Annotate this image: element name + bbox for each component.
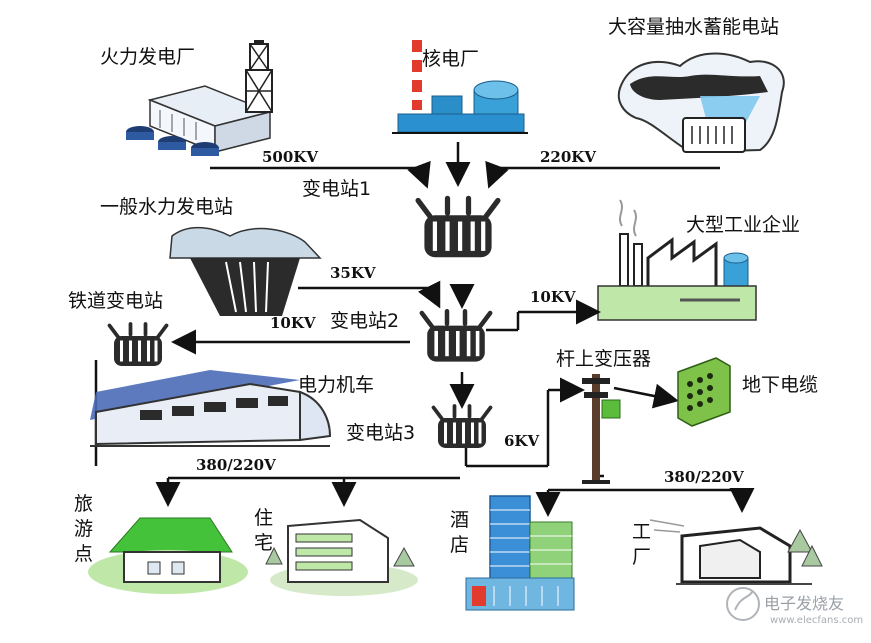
voltage-10kv-left-label: 10KV bbox=[270, 314, 316, 332]
watermark-site: www.elecfans.com bbox=[770, 615, 864, 626]
substation-3-transformer-icon bbox=[431, 404, 493, 450]
transmission-lines bbox=[94, 142, 755, 517]
substation-2-label: 变电站2 bbox=[330, 310, 400, 332]
large-industry-icon bbox=[597, 199, 757, 321]
hotel-label: 酒店 bbox=[450, 509, 470, 556]
voltage-6kv-label: 6KV bbox=[504, 432, 540, 450]
hotel-icon bbox=[465, 495, 575, 611]
voltage-380-right-label: 380/220V bbox=[664, 468, 744, 486]
factory-label: 工厂 bbox=[632, 521, 652, 568]
residence-icon bbox=[265, 518, 418, 596]
electric-locomotive-label: 电力机车 bbox=[298, 374, 375, 396]
substation-3-label: 变电站3 bbox=[346, 422, 416, 444]
underground-cable-label: 地下电缆 bbox=[742, 374, 819, 396]
nuclear-plant-icon bbox=[392, 40, 528, 134]
railway-substation-label: 铁道变电站 bbox=[68, 290, 164, 312]
railway-substation-transformer-icon bbox=[107, 322, 169, 368]
underground-cable-icon bbox=[677, 357, 731, 427]
watermark-brand: 电子发烧友 bbox=[764, 594, 845, 613]
voltage-220kv-label: 220KV bbox=[540, 148, 596, 166]
pole-transformer-icon bbox=[582, 374, 621, 484]
voltage-380-left-label: 380/220V bbox=[196, 456, 276, 474]
hydro-station-label: 一般水力发电站 bbox=[100, 196, 234, 218]
thermal-plant-label: 火力发电厂 bbox=[100, 46, 196, 68]
nuclear-plant-label: 核电厂 bbox=[422, 48, 480, 70]
large-industry-label: 大型工业企业 bbox=[686, 214, 801, 236]
watermark-logo-icon bbox=[726, 587, 760, 621]
voltage-35kv-label: 35KV bbox=[330, 264, 376, 282]
voltage-10kv-right-label: 10KV bbox=[530, 288, 576, 306]
tourist-spot-icon bbox=[88, 517, 248, 594]
pumped-storage-icon bbox=[617, 52, 785, 154]
voltage-500kv-label: 500KV bbox=[262, 148, 318, 166]
substation-1-label: 变电站1 bbox=[302, 178, 372, 200]
substation-2-transformer-icon bbox=[422, 311, 490, 361]
factory-icon bbox=[649, 519, 823, 585]
tourist-spot-label: 旅游点 bbox=[74, 493, 94, 565]
residence-label: 住宅 bbox=[254, 507, 274, 554]
hydro-station-icon bbox=[169, 226, 322, 316]
pole-transformer-label: 杆上变压器 bbox=[556, 348, 652, 370]
electric-locomotive-icon bbox=[90, 370, 332, 447]
thermal-plant-icon bbox=[126, 40, 273, 156]
pumped-storage-label: 大容量抽水蓄能电站 bbox=[608, 16, 780, 38]
substation-1-transformer-icon bbox=[418, 198, 498, 257]
